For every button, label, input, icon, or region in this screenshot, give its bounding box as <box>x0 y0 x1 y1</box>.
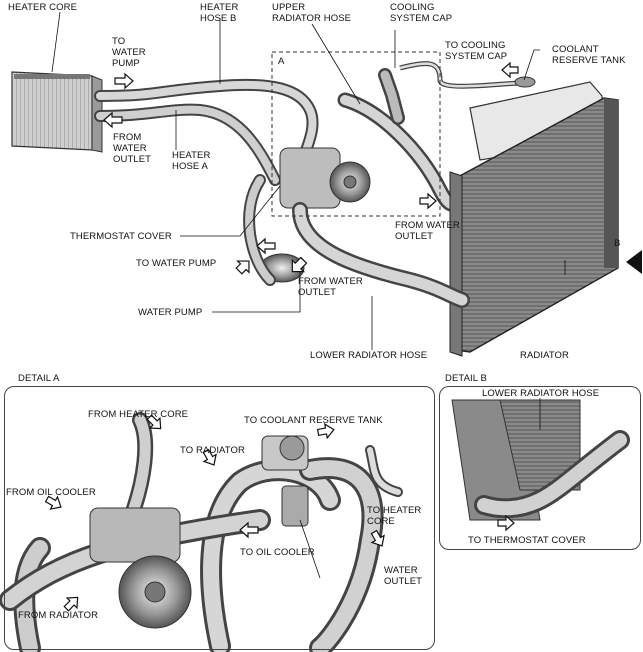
detail-b-illustration <box>451 399 630 521</box>
arrow-icon <box>239 521 259 539</box>
label-heater-core: HEATER CORE <box>8 2 78 13</box>
arrow-icon <box>63 596 79 612</box>
detail-arrows <box>44 414 515 612</box>
label-to-heater-core: TO HEATER CORE <box>367 505 422 527</box>
detail-a-parts <box>89 435 309 629</box>
label-to-water-pump-top: TO WATER PUMP <box>112 36 146 69</box>
label-detail-marker-a: A <box>278 56 285 67</box>
arrow-icon <box>501 61 519 79</box>
label-heater-hose-b: HEATER HOSE B <box>200 2 239 24</box>
label-thermostat-cover: THERMOSTAT COVER <box>70 231 172 242</box>
arrow-icon <box>419 192 437 210</box>
label-water-outlet: WATER OUTLET <box>384 565 423 587</box>
view-b-arrow-icon <box>626 250 642 274</box>
label-from-oil-cooler: FROM OIL COOLER <box>6 487 96 498</box>
flow-arrows <box>103 61 519 275</box>
arrow-icon <box>291 256 308 273</box>
heater-core <box>11 71 103 153</box>
radiator <box>449 97 619 357</box>
label-heater-hose-a: HEATER HOSE A <box>172 150 211 172</box>
label-from-water-outlet-right: FROM WATER OUTLET <box>395 220 460 242</box>
heater-hose-b <box>94 78 319 174</box>
label-view-marker-b: B <box>614 238 621 249</box>
detail-a-panel <box>4 386 435 650</box>
arrow-icon <box>235 260 250 275</box>
label-water-pump: WATER PUMP <box>138 307 203 318</box>
arrow-icon <box>256 237 276 255</box>
arrow-icon <box>44 495 62 510</box>
detail-a-frame <box>271 51 441 217</box>
detail-leaders <box>299 398 541 579</box>
label-to-water-pump-mid: TO WATER PUMP <box>136 258 217 269</box>
label-detail-b-lower-radiator-hose: LOWER RADIATOR HOSE <box>482 388 600 399</box>
water-pump-assembly <box>259 147 371 283</box>
arrow-icon <box>103 111 123 129</box>
arrow-icon <box>316 422 335 440</box>
label-from-radiator: FROM RADIATOR <box>18 610 99 621</box>
label-to-cooling-system-cap: TO COOLING SYSTEM CAP <box>445 40 508 62</box>
label-lower-radiator-hose: LOWER RADIATOR HOSE <box>310 350 428 361</box>
label-coolant-reserve-tank: COOLANT RESERVE TANK <box>552 44 626 66</box>
arrow-icon <box>114 72 134 90</box>
label-from-water-outlet-bottom: FROM WATER OUTLET <box>298 276 363 298</box>
label-from-water-outlet-left: FROM WATER OUTLET <box>113 132 152 165</box>
label-to-oil-cooler: TO OIL COOLER <box>240 547 315 558</box>
detail-b-title: DETAIL B <box>445 373 487 384</box>
heater-hose-a <box>94 103 281 186</box>
leader-lines <box>51 11 566 350</box>
label-to-thermostat-cover: TO THERMOSTAT COVER <box>468 535 586 546</box>
arrow-icon <box>202 448 217 466</box>
label-from-heater-core: FROM HEATER CORE <box>88 409 189 420</box>
arrow-icon <box>370 529 385 547</box>
detail-b-panel <box>439 386 641 550</box>
label-to-coolant-reserve-tank: TO COOLANT RESERVE TANK <box>244 415 383 426</box>
arrow-icon <box>497 514 515 532</box>
label-upper-radiator-hose: UPPER RADIATOR HOSE <box>272 2 352 24</box>
label-to-radiator: TO RADIATOR <box>180 445 245 456</box>
label-radiator: RADIATOR <box>520 350 570 361</box>
arrow-icon <box>146 414 162 430</box>
detail-a-title: DETAIL A <box>18 373 60 384</box>
label-cooling-system-cap: COOLING SYSTEM CAP <box>390 2 453 24</box>
lower-radiator-hose <box>243 174 470 308</box>
